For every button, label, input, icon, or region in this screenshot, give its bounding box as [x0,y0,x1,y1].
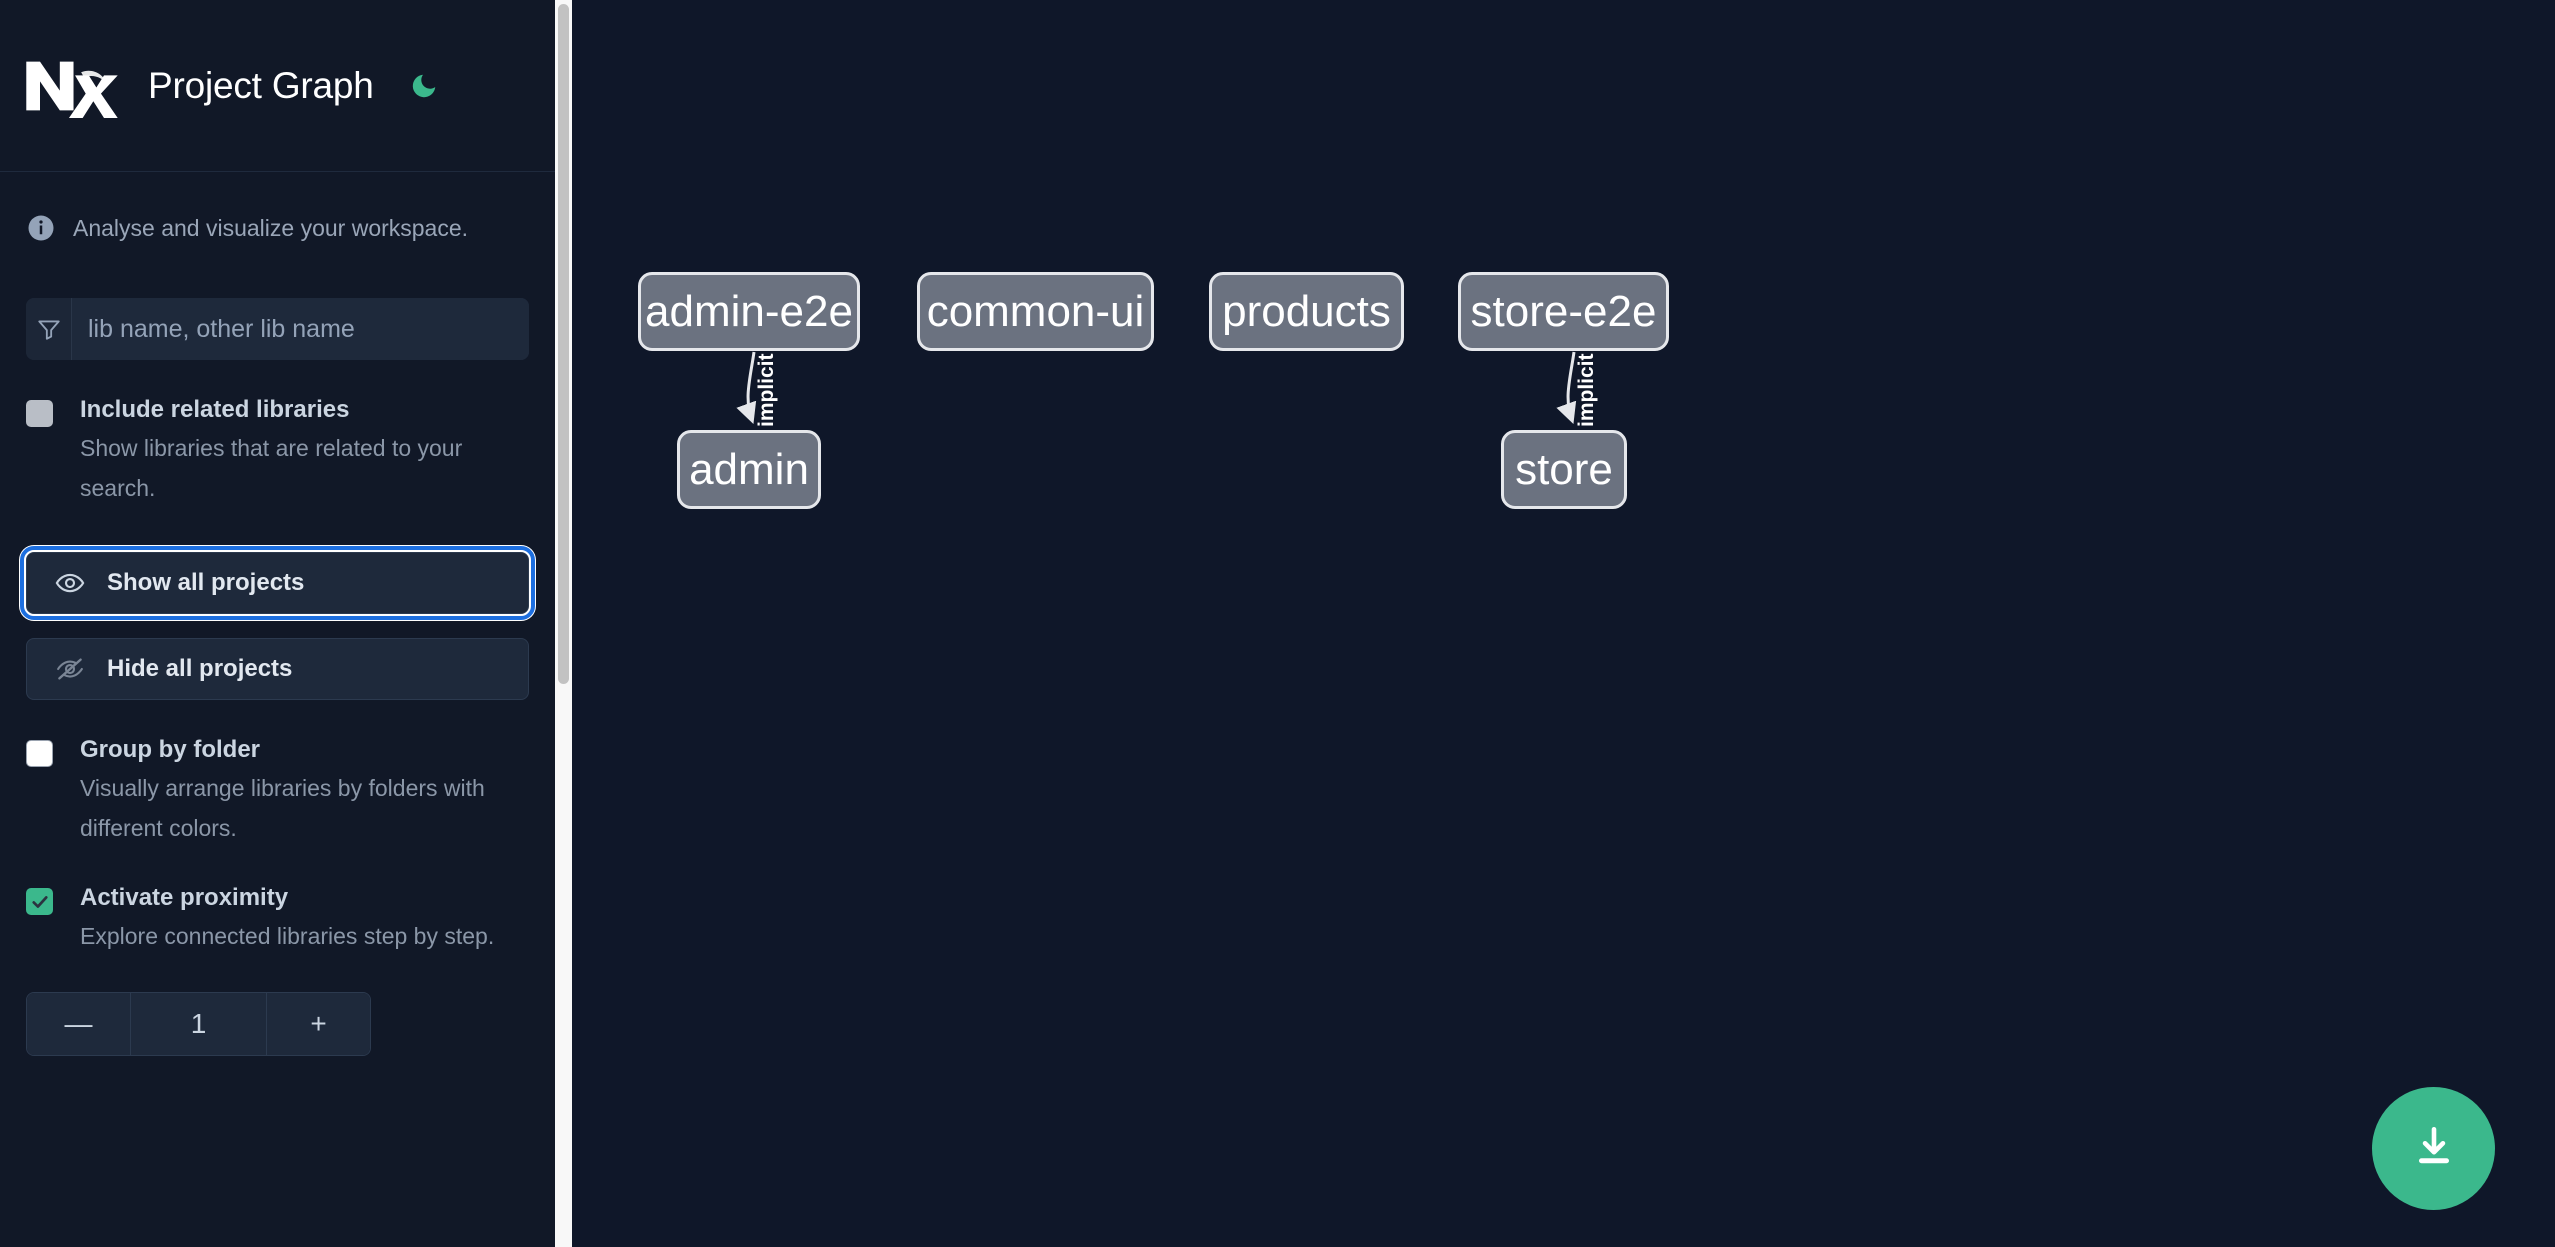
option-texts: Group by folder Visually arrange librari… [70,736,529,848]
graph-node-store[interactable]: store [1501,430,1627,509]
option-description: Explore connected libraries step by step… [80,923,495,949]
graph-node-admin-e2e[interactable]: admin-e2e [638,272,860,351]
graph-node-store-e2e[interactable]: store-e2e [1458,272,1669,351]
checkbox-wrap [26,736,70,848]
checkbox-activate-proximity[interactable] [26,888,53,915]
option-label: Activate proximity [80,884,289,911]
sidebar-header: Project Graph [0,0,555,172]
nx-logo-icon [26,54,118,118]
moon-icon[interactable] [404,66,444,106]
filter-field[interactable] [26,298,529,360]
option-texts: Activate proximity Explore connected lib… [70,884,529,956]
option-description: Show libraries that are related to your … [80,435,463,501]
scrollbar-thumb[interactable] [558,4,569,684]
graph-node-common-ui[interactable]: common-ui [917,272,1154,351]
proximity-stepper[interactable]: — 1 + [26,992,371,1056]
eye-icon [55,568,85,598]
edge-admin-e2e-admin [736,351,757,424]
page-title: Project Graph [148,64,374,106]
edge-store-e2e-store [1556,351,1577,424]
stepper-decrement-button[interactable]: — [27,993,131,1055]
hide-all-projects-label: Hide all projects [107,655,293,682]
visibility-buttons: Show all projects Hide all projects [20,546,535,700]
graph-canvas[interactable]: implicit implicit admin-e2e common-ui pr… [572,0,2555,1247]
tagline-text: Analyse and visualize your workspace. [73,214,469,241]
stepper-value: 1 [131,993,266,1055]
option-include-related[interactable]: Include related libraries Show libraries… [26,396,529,508]
show-all-projects-button[interactable]: Show all projects [20,546,535,620]
sidebar-scrollbar[interactable] [555,0,572,1247]
eye-off-icon [55,654,85,684]
check-icon [31,895,48,908]
info-icon [26,213,56,243]
funnel-icon [26,298,72,360]
checkbox-include-related[interactable] [26,400,53,427]
hide-all-projects-button[interactable]: Hide all projects [26,638,529,700]
graph-edges [736,351,1577,424]
graph-node-products[interactable]: products [1209,272,1404,351]
checkbox-wrap [26,884,70,956]
spacer [26,614,529,638]
option-label: Group by folder [80,736,260,763]
option-activate-proximity[interactable]: Activate proximity Explore connected lib… [26,884,529,956]
checkbox-group-by-folder[interactable] [26,740,53,767]
download-icon [2409,1122,2459,1175]
checkbox-wrap [26,396,70,508]
sidebar-tagline: Analyse and visualize your workspace. [0,172,555,250]
sidebar: Project Graph Analyse and visualize your… [0,0,555,1247]
stepper-increment-button[interactable]: + [266,993,370,1055]
option-texts: Include related libraries Show libraries… [70,396,529,508]
option-description: Visually arrange libraries by folders wi… [80,775,485,841]
option-group-by-folder[interactable]: Group by folder Visually arrange librari… [26,736,529,848]
option-label: Include related libraries [80,396,350,423]
graph-node-admin[interactable]: admin [677,430,821,509]
search-input[interactable] [72,298,529,360]
download-button[interactable] [2372,1087,2495,1210]
show-all-projects-label: Show all projects [107,569,305,596]
